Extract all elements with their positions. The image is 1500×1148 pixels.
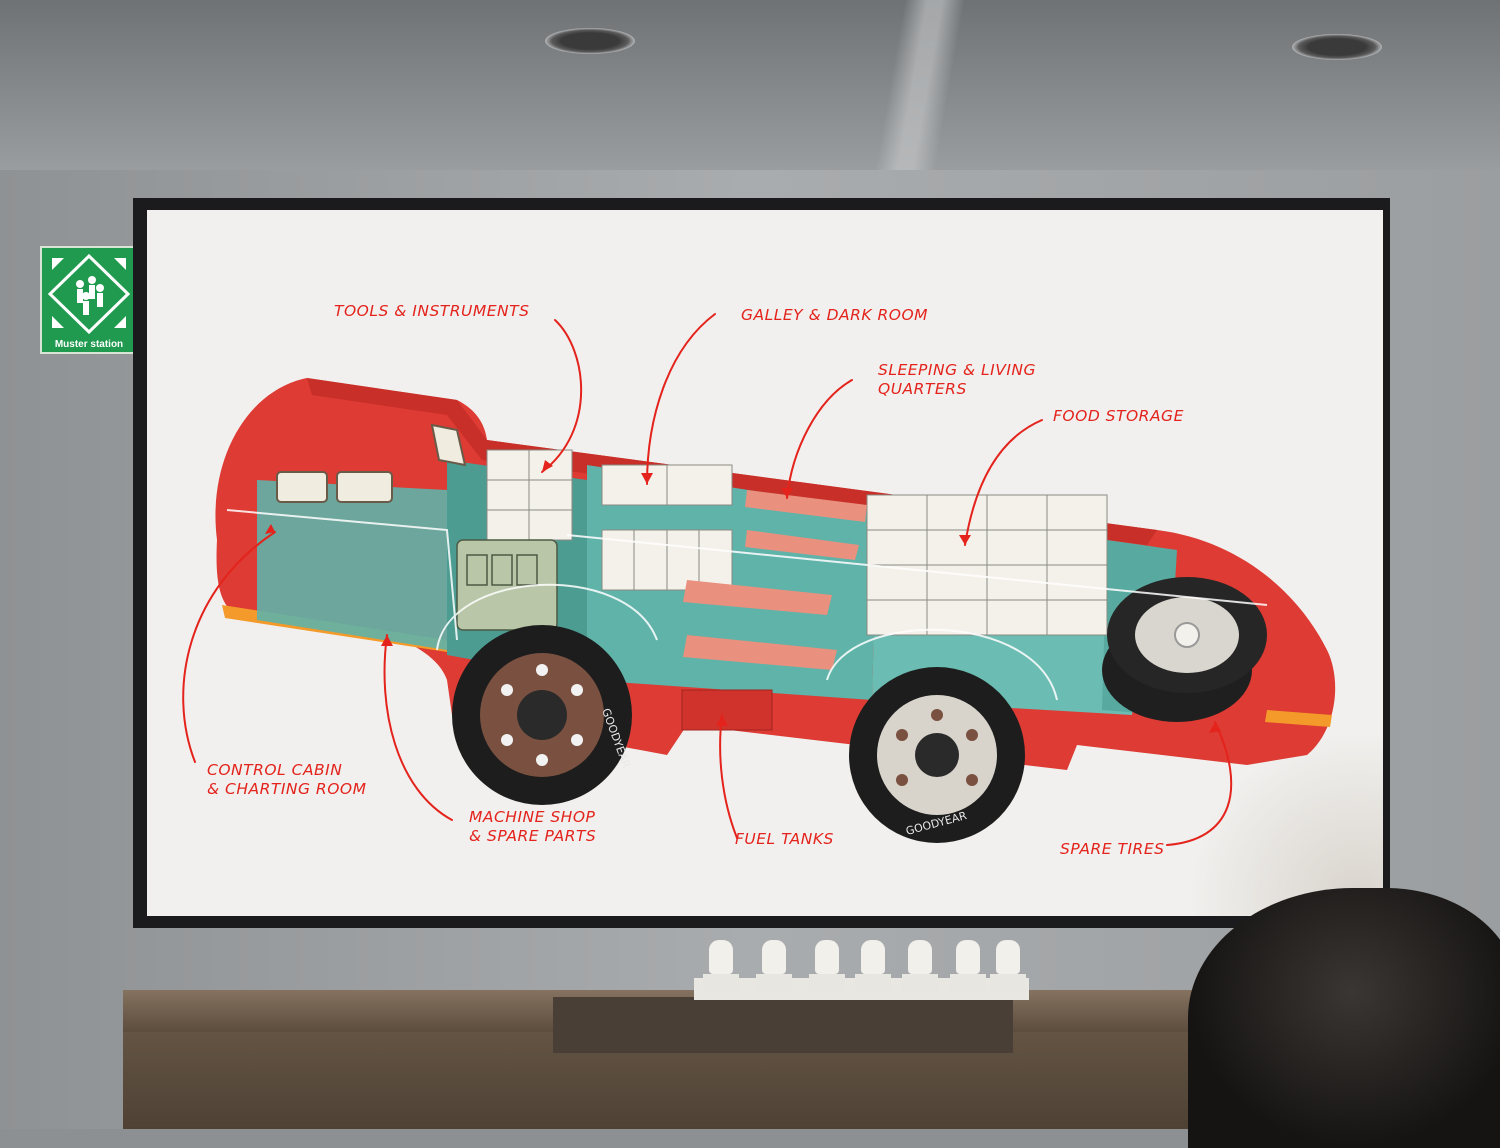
arrow-food [964, 419, 1043, 546]
spare-tires [1102, 577, 1267, 722]
arrow-sleeping [786, 379, 853, 499]
callout-arrows [182, 313, 1233, 846]
rear-wheel: GOODYEAR [849, 667, 1025, 843]
wheel-arch-outlines [226, 509, 1268, 701]
ceiling-light [545, 28, 635, 54]
callout-tools-instruments: TOOLS & INSTRUMENTS [334, 302, 530, 320]
callout-control-line2: & CHARTING ROOM [207, 780, 367, 798]
rubber-stamp [703, 940, 739, 992]
rubber-stamp [902, 940, 938, 992]
callout-machine-line1: MACHINE SHOP [469, 808, 596, 826]
callout-sleeping-line2: QUARTERS [878, 380, 967, 398]
rear-stripe [1265, 710, 1332, 727]
rubber-stamp [855, 940, 891, 992]
rubber-stamp [809, 940, 845, 992]
arrow-control [182, 531, 276, 763]
callout-arrowheads [265, 460, 1221, 733]
tool-cabinets [486, 449, 573, 541]
arrow-fuel [719, 714, 738, 839]
cabin-windows [276, 423, 467, 503]
vehicle-cutaway-illustration: GOODYEAR GOODYEAR [182, 313, 1336, 846]
ceiling-beam [860, 0, 980, 170]
muster-station-icon [47, 253, 131, 335]
arrow-tools [541, 319, 583, 473]
display-screen: GOODYEAR GOODYEAR [147, 210, 1383, 916]
fuel-tank-door [681, 689, 773, 731]
food-storage-drawers [866, 494, 1108, 636]
callout-fuel-tanks: FUEL TANKS [735, 830, 834, 848]
ceiling [0, 0, 1500, 170]
rubber-stamp [950, 940, 986, 992]
muster-station-sign: Muster station [40, 246, 138, 354]
callout-machine-shop: MACHINE SHOP & SPARE PARTS [469, 808, 596, 846]
arrow-tires [1166, 721, 1233, 846]
sleeping-bunks [683, 490, 867, 670]
callout-machine-line2: & SPARE PARTS [469, 827, 597, 845]
table-runner [553, 997, 1013, 1053]
callout-spare-tires: SPARE TIRES [1060, 840, 1165, 858]
front-wheel: GOODYEAR [452, 625, 633, 805]
callout-sleeping-living-quarters: SLEEPING & LIVING QUARTERS [878, 361, 1036, 399]
control-cabin-interior [257, 480, 447, 650]
callout-food-storage: FOOD STORAGE [1053, 407, 1184, 425]
galley-cabinets [601, 464, 733, 591]
ceiling-light [1292, 34, 1382, 60]
callout-control-line1: CONTROL CABIN [207, 761, 343, 779]
callout-control-cabin: CONTROL CABIN & CHARTING ROOM [207, 761, 366, 799]
engine-machinery [456, 539, 558, 631]
rubber-stamp [756, 940, 792, 992]
rubber-stamp [990, 940, 1026, 992]
arrow-machine [383, 634, 453, 821]
arrow-galley [646, 313, 716, 485]
muster-station-label: Muster station [54, 339, 124, 350]
callout-galley-dark-room: GALLEY & DARK ROOM [741, 306, 929, 324]
viewer-head [1188, 888, 1500, 1148]
callout-sleeping-line1: SLEEPING & LIVING [878, 361, 1037, 379]
